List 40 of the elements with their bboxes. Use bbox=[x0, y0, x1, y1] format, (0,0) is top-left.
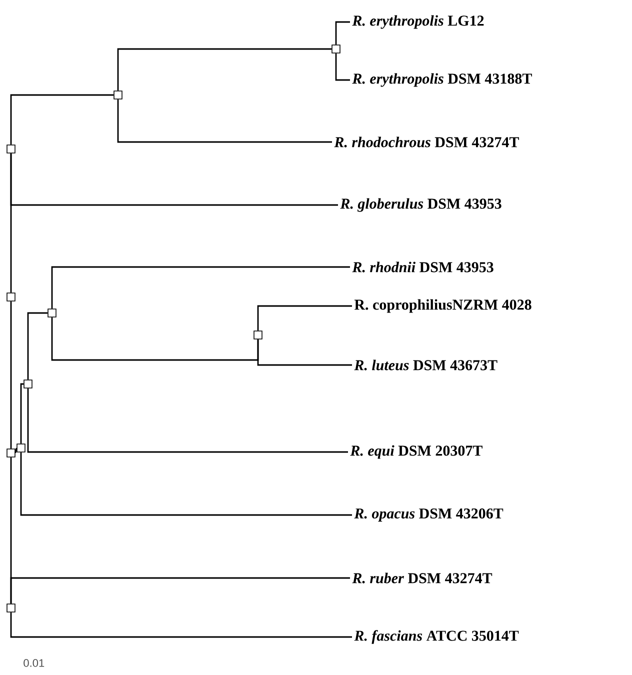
species-label: R. globerulus DSM 43953 bbox=[340, 198, 502, 212]
species-label: R. fascians ATCC 35014T bbox=[354, 630, 519, 644]
species-label: R. equi DSM 20307T bbox=[350, 445, 482, 459]
tree-branch bbox=[117, 48, 332, 91]
tree-branch bbox=[51, 317, 259, 361]
tree-branch bbox=[27, 312, 48, 380]
tree-branch bbox=[10, 577, 350, 604]
species-label: R. opacus DSM 43206T bbox=[354, 508, 504, 522]
species-label: R. ruber DSM 43274T bbox=[352, 572, 492, 584]
tree-branch bbox=[27, 388, 348, 453]
scale-label: 0.01 bbox=[24, 659, 44, 667]
tree-branch bbox=[14, 448, 18, 454]
species-label: R. rhodnii DSM 43953 bbox=[352, 262, 494, 272]
species-label: R. coprophiliusNZRM 4028 bbox=[354, 299, 532, 313]
node-square bbox=[332, 44, 340, 54]
tree-branch bbox=[20, 383, 24, 444]
tree-branch bbox=[257, 305, 352, 331]
node-square bbox=[24, 380, 32, 388]
species-label: R. erythropolis LG12 bbox=[352, 15, 484, 29]
tree-branch bbox=[10, 153, 12, 293]
node-square bbox=[6, 144, 16, 154]
tree-branch bbox=[10, 612, 352, 638]
species-label: R. luteus DSM 43673T bbox=[354, 360, 498, 370]
tree-branch bbox=[10, 301, 12, 449]
node-square bbox=[16, 444, 26, 452]
node-square bbox=[254, 330, 262, 340]
tree-branch bbox=[10, 94, 114, 145]
tree-branch bbox=[51, 266, 350, 309]
node-square bbox=[6, 604, 16, 612]
tree-branch bbox=[335, 53, 350, 81]
tree-branch bbox=[257, 339, 352, 366]
node-square bbox=[6, 448, 16, 458]
species-label: R. erythropolis DSM 43188T bbox=[352, 73, 532, 87]
node-square bbox=[48, 308, 56, 318]
species-label: R. rhodochrous DSM 43274T bbox=[334, 136, 519, 148]
tree-branch bbox=[20, 452, 352, 516]
node-square bbox=[6, 292, 16, 302]
node-square bbox=[114, 90, 122, 100]
tree-branch bbox=[335, 21, 350, 45]
tree-branch bbox=[117, 99, 332, 143]
